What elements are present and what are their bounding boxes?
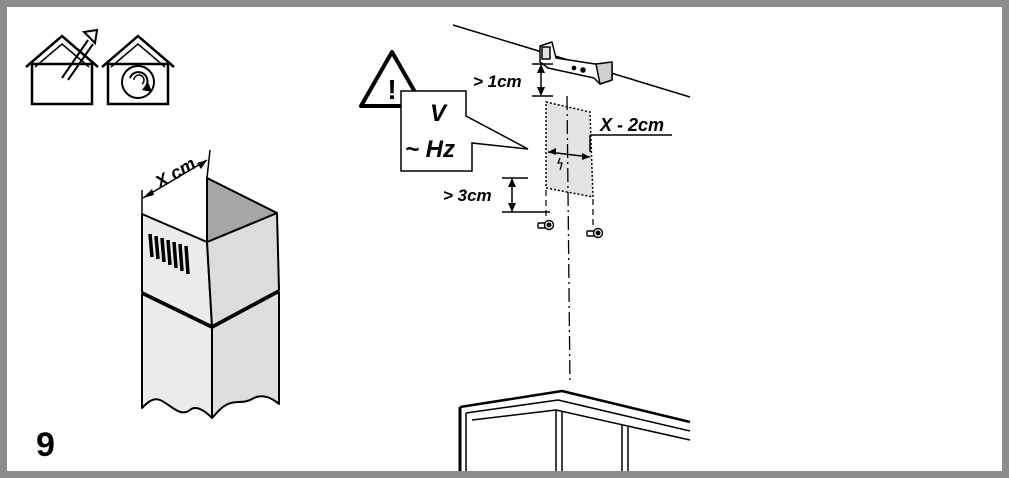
wall-screw-icon [537, 219, 555, 231]
socket-area [545, 101, 594, 198]
centerline [566, 95, 571, 385]
top-gap-dimension [532, 63, 553, 97]
chimney-width-label: X cm [151, 153, 199, 192]
top-gap-label: > 1cm [473, 72, 522, 91]
bottom-gap-dimension [502, 177, 550, 213]
wall-screw-icon-2 [586, 227, 604, 239]
socket-offset-label: X - 2cm [599, 115, 664, 135]
warning-symbol: ! [387, 74, 396, 105]
chimney-vent-grille [148, 233, 190, 275]
voltage-label: V [430, 100, 448, 127]
frequency-label: ~ Hz [405, 136, 455, 163]
ceiling-bracket [539, 41, 613, 85]
hood-body [458, 389, 691, 471]
chimney-width-dimension [141, 149, 211, 214]
voltage-callout-box [400, 90, 529, 172]
chimney-illustration [141, 177, 280, 419]
bottom-gap-label: > 3cm [443, 186, 492, 205]
exhaust-mode-house-icon [25, 28, 99, 106]
socket-offset-dimension [547, 134, 672, 160]
screw-guide-lines [545, 190, 594, 226]
power-socket-icon [557, 157, 563, 171]
recirculation-mode-house-icon [101, 34, 175, 106]
step-number: 9 [36, 426, 55, 464]
